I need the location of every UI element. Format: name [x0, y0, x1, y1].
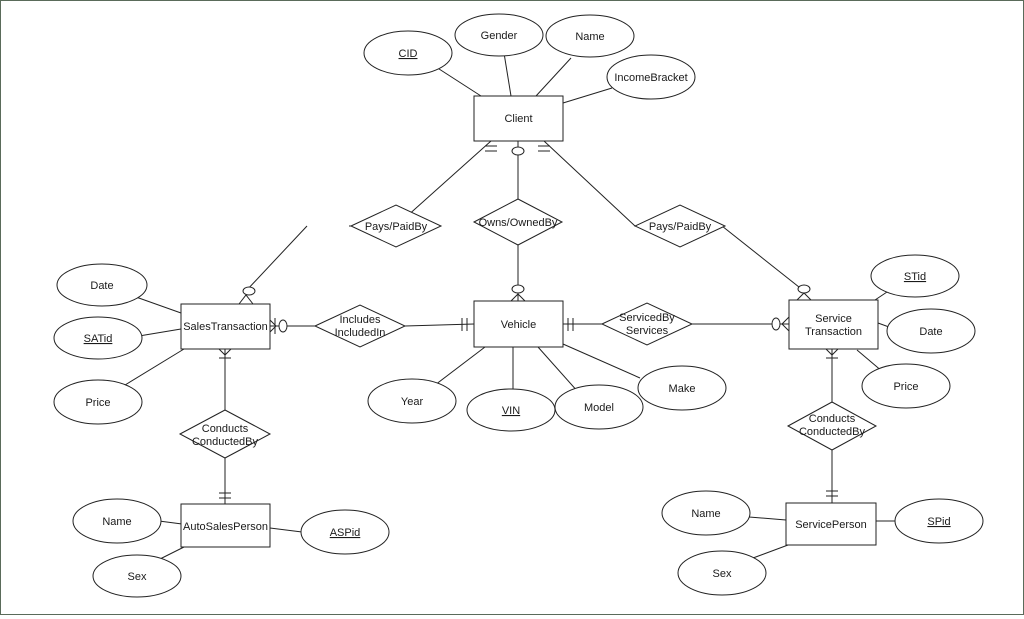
- cardinality-marks: [218, 145, 839, 499]
- relationship-owns-owned-by[interactable]: Owns/OwnedBy: [472, 198, 564, 246]
- entity-auto-sales-person[interactable]: AutoSalesPerson: [180, 503, 271, 548]
- attribute-label: SPid: [927, 516, 950, 528]
- entity-client[interactable]: Client: [473, 95, 564, 142]
- attribute-gender[interactable]: Gender: [454, 13, 544, 57]
- attribute-label: Sex: [713, 568, 732, 580]
- attribute-income-bracket[interactable]: IncomeBracket: [606, 54, 696, 100]
- attribute-label: CID: [399, 48, 418, 60]
- relationship-label-line-1: Conducts: [202, 423, 249, 435]
- attribute-client-name[interactable]: Name: [545, 14, 635, 58]
- attribute-satid[interactable]: SATid: [53, 316, 143, 360]
- attribute-vin[interactable]: VIN: [466, 388, 556, 432]
- attribute-service-person-name[interactable]: Name: [661, 490, 751, 536]
- relationship-label-line-2: IncludedIn: [335, 327, 386, 339]
- relationship-conducts-conducted-by-service[interactable]: Conducts ConductedBy: [786, 401, 878, 451]
- attribute-service-person-sex[interactable]: Sex: [677, 550, 767, 596]
- entity-label: Client: [504, 113, 532, 125]
- attribute-label: Make: [669, 383, 696, 395]
- relationship-label-line-1: ServicedBy: [619, 312, 675, 324]
- relationship-includes-included-in[interactable]: Includes IncludedIn: [313, 304, 407, 348]
- entity-service-transaction[interactable]: Service Transaction: [788, 299, 879, 350]
- entity-service-person[interactable]: ServicePerson: [785, 502, 877, 546]
- attribute-label: Sex: [128, 571, 147, 583]
- attribute-cid[interactable]: CID: [363, 30, 453, 76]
- attribute-label: VIN: [502, 405, 520, 417]
- attribute-year[interactable]: Year: [367, 378, 457, 424]
- attribute-model[interactable]: Model: [554, 384, 644, 430]
- entity-sales-transaction[interactable]: SalesTransaction: [180, 303, 271, 350]
- attribute-label: Gender: [481, 30, 518, 42]
- attribute-label: ASPid: [330, 527, 361, 539]
- relationship-serviced-by-services[interactable]: ServicedBy Services: [600, 302, 694, 346]
- relationship-label-line-2: Services: [626, 325, 669, 337]
- attribute-label: STid: [904, 271, 926, 283]
- attribute-sales-person-sex[interactable]: Sex: [92, 554, 182, 598]
- relationship-label-line-2: ConductedBy: [799, 426, 866, 438]
- attribute-label: Name: [102, 516, 131, 528]
- entity-vehicle[interactable]: Vehicle: [473, 300, 564, 348]
- attribute-sales-date[interactable]: Date: [56, 263, 148, 307]
- entity-label: ServicePerson: [795, 519, 867, 531]
- attribute-label: SATid: [84, 333, 113, 345]
- attribute-aspid[interactable]: ASPid: [300, 509, 390, 555]
- attribute-label: Price: [85, 397, 110, 409]
- attribute-stid[interactable]: STid: [870, 254, 960, 298]
- relationship-label-line-2: ConductedBy: [192, 436, 259, 448]
- entity-label: AutoSalesPerson: [183, 521, 268, 533]
- attribute-service-price[interactable]: Price: [861, 363, 951, 409]
- attribute-make[interactable]: Make: [637, 365, 727, 411]
- attribute-label: Date: [919, 326, 942, 338]
- attribute-sales-person-name[interactable]: Name: [72, 498, 162, 544]
- attribute-spid[interactable]: SPid: [894, 498, 984, 544]
- relationship-conducts-conducted-by-sales[interactable]: Conducts ConductedBy: [178, 409, 272, 459]
- relationship-label-line-1: Conducts: [809, 413, 856, 425]
- attribute-label: Name: [691, 508, 720, 520]
- relationship-pays-paid-by-sales[interactable]: Pays/PaidBy: [349, 204, 443, 248]
- relationship-label-line-1: Includes: [340, 314, 381, 326]
- attribute-sales-price[interactable]: Price: [53, 379, 143, 425]
- attribute-label: Date: [90, 280, 113, 292]
- entity-label-line-2: Transaction: [805, 326, 862, 338]
- entity-label: SalesTransaction: [183, 321, 268, 333]
- relationship-label: Owns/OwnedBy: [479, 217, 558, 229]
- attribute-label: IncomeBracket: [614, 72, 687, 84]
- attribute-label: Price: [893, 381, 918, 393]
- entity-label-line-1: Service: [815, 313, 852, 325]
- attribute-label: Name: [575, 31, 604, 43]
- relationship-label: Pays/PaidBy: [365, 221, 428, 233]
- entity-label: Vehicle: [501, 319, 536, 331]
- relationship-pays-paid-by-service[interactable]: Pays/PaidBy: [633, 204, 727, 248]
- attribute-service-date[interactable]: Date: [886, 308, 976, 354]
- relationship-label: Pays/PaidBy: [649, 221, 712, 233]
- attribute-label: Year: [401, 396, 424, 408]
- attribute-label: Model: [584, 402, 614, 414]
